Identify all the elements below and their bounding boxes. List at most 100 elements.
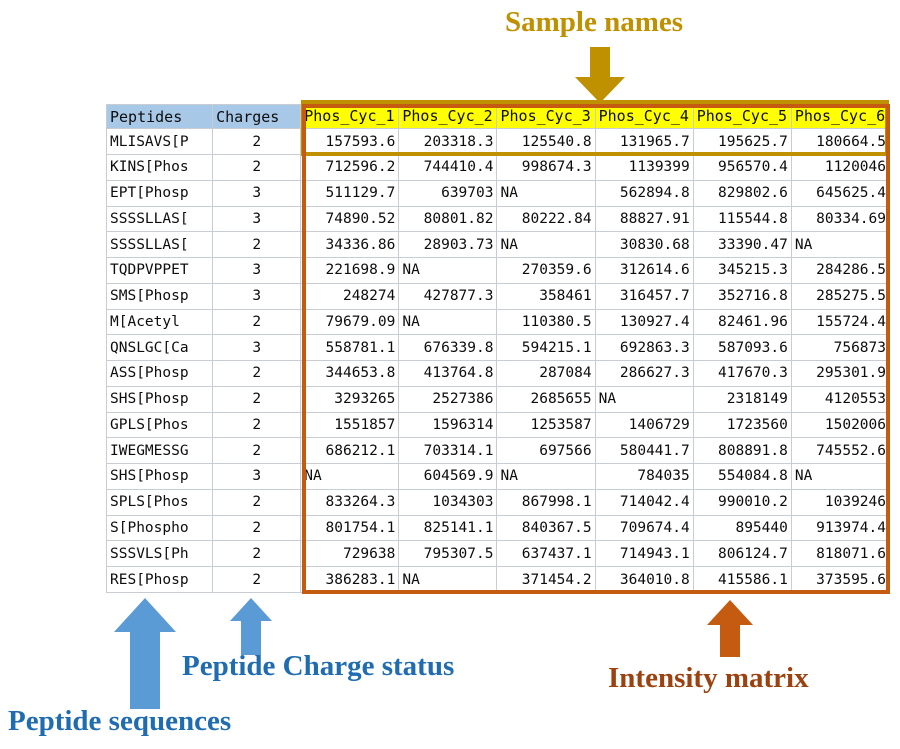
cell-intensity[interactable]: 808891.8 xyxy=(692,437,792,464)
cell-intensity[interactable]: 413764.8 xyxy=(398,360,498,387)
cell-intensity[interactable]: 3293265 xyxy=(300,385,400,413)
cell-intensity[interactable]: 195625.7 xyxy=(692,128,792,155)
cell-intensity[interactable]: 745552.6 xyxy=(790,437,891,464)
cell-intensity[interactable]: 4120553 xyxy=(790,385,891,413)
cell-intensity[interactable]: 784035 xyxy=(594,463,694,490)
cell-intensity[interactable]: 709674.4 xyxy=(594,514,694,542)
cell-intensity[interactable]: 562894.8 xyxy=(594,179,694,207)
cell-intensity[interactable]: 998674.3 xyxy=(496,154,596,181)
cell-intensity[interactable]: NA xyxy=(398,566,498,593)
cell-intensity[interactable]: 312614.6 xyxy=(594,257,694,284)
cell-intensity[interactable]: 203318.3 xyxy=(398,128,498,155)
cell-intensity[interactable]: 703314.1 xyxy=(398,437,498,464)
cell-intensity[interactable]: 157593.6 xyxy=(300,128,400,155)
cell-intensity[interactable]: 756873 xyxy=(790,334,891,361)
cell-intensity[interactable]: 686212.1 xyxy=(300,437,400,464)
cell-intensity[interactable]: 1596314 xyxy=(398,411,498,439)
cell-charge[interactable]: 2 xyxy=(212,385,302,413)
cell-intensity[interactable]: 221698.9 xyxy=(300,257,400,284)
cell-intensity[interactable]: 344653.8 xyxy=(300,360,400,387)
cell-peptide[interactable]: SHS[Phosp xyxy=(105,385,214,413)
cell-intensity[interactable]: 594215.1 xyxy=(496,334,596,361)
cell-charge[interactable]: 2 xyxy=(212,514,302,542)
cell-intensity[interactable]: 801754.1 xyxy=(300,514,400,542)
cell-intensity[interactable]: 511129.7 xyxy=(300,179,400,207)
cell-peptide[interactable]: ASS[Phosp xyxy=(105,360,214,387)
cell-peptide[interactable]: SHS[Phosp xyxy=(105,463,214,490)
cell-charge[interactable]: 2 xyxy=(212,411,302,439)
cell-intensity[interactable]: 88827.91 xyxy=(594,205,694,233)
cell-intensity[interactable]: 692863.3 xyxy=(594,334,694,361)
cell-intensity[interactable]: 913974.4 xyxy=(790,514,891,542)
cell-charge[interactable]: 2 xyxy=(212,308,302,336)
cell-intensity[interactable]: 825141.1 xyxy=(398,514,498,542)
cell-intensity[interactable]: 82461.96 xyxy=(692,308,792,336)
cell-intensity[interactable]: 248274 xyxy=(300,282,400,310)
cell-intensity[interactable]: 358461 xyxy=(496,282,596,310)
column-header-sample-6[interactable]: Phos_Cyc_6 xyxy=(790,103,891,130)
cell-intensity[interactable]: 115544.8 xyxy=(692,205,792,233)
peptide-intensity-table[interactable]: Peptides Charges Phos_Cyc_1 Phos_Cyc_2 P… xyxy=(105,103,891,593)
cell-intensity[interactable]: 352716.8 xyxy=(692,282,792,310)
cell-intensity[interactable]: 840367.5 xyxy=(496,514,596,542)
cell-intensity[interactable]: 284286.5 xyxy=(790,257,891,284)
cell-intensity[interactable]: 829802.6 xyxy=(692,179,792,207)
cell-intensity[interactable]: 1502006 xyxy=(790,411,891,439)
cell-intensity[interactable]: 2527386 xyxy=(398,385,498,413)
cell-intensity[interactable]: 427877.3 xyxy=(398,282,498,310)
column-header-charges[interactable]: Charges xyxy=(212,103,302,130)
cell-peptide[interactable]: SPLS[Phos xyxy=(105,488,214,516)
cell-intensity[interactable]: 28903.73 xyxy=(398,231,498,258)
cell-peptide[interactable]: M[Acetyl xyxy=(105,308,214,336)
cell-intensity[interactable]: 833264.3 xyxy=(300,488,400,516)
column-header-sample-2[interactable]: Phos_Cyc_2 xyxy=(398,103,498,130)
cell-intensity[interactable]: 364010.8 xyxy=(594,566,694,593)
cell-intensity[interactable]: 895440 xyxy=(692,514,792,542)
cell-peptide[interactable]: RES[Phosp xyxy=(105,566,214,593)
cell-intensity[interactable]: 316457.7 xyxy=(594,282,694,310)
cell-intensity[interactable]: 33390.47 xyxy=(692,231,792,258)
cell-intensity[interactable]: 795307.5 xyxy=(398,540,498,567)
cell-charge[interactable]: 2 xyxy=(212,488,302,516)
cell-intensity[interactable]: 639703 xyxy=(398,179,498,207)
cell-intensity[interactable]: 130927.4 xyxy=(594,308,694,336)
cell-intensity[interactable]: NA xyxy=(496,179,596,207)
cell-charge[interactable]: 3 xyxy=(212,257,302,284)
cell-peptide[interactable]: MLISAVS[P xyxy=(105,128,214,155)
cell-intensity[interactable]: 2685655 xyxy=(496,385,596,413)
cell-intensity[interactable]: 744410.4 xyxy=(398,154,498,181)
cell-intensity[interactable]: NA xyxy=(496,231,596,258)
cell-charge[interactable]: 3 xyxy=(212,282,302,310)
column-header-sample-5[interactable]: Phos_Cyc_5 xyxy=(692,103,792,130)
cell-intensity[interactable]: 587093.6 xyxy=(692,334,792,361)
cell-intensity[interactable]: 345215.3 xyxy=(692,257,792,284)
cell-intensity[interactable]: 386283.1 xyxy=(300,566,400,593)
cell-intensity[interactable]: 1139399 xyxy=(594,154,694,181)
cell-intensity[interactable]: 714943.1 xyxy=(594,540,694,567)
cell-intensity[interactable]: 415586.1 xyxy=(692,566,792,593)
cell-intensity[interactable]: 990010.2 xyxy=(692,488,792,516)
cell-intensity[interactable]: 285275.5 xyxy=(790,282,891,310)
cell-intensity[interactable]: NA xyxy=(790,231,891,258)
cell-intensity[interactable]: 34336.86 xyxy=(300,231,400,258)
cell-intensity[interactable]: 74890.52 xyxy=(300,205,400,233)
cell-intensity[interactable]: 676339.8 xyxy=(398,334,498,361)
cell-charge[interactable]: 2 xyxy=(212,566,302,593)
cell-intensity[interactable]: NA xyxy=(496,463,596,490)
cell-peptide[interactable]: TQDPVPPET xyxy=(105,257,214,284)
cell-charge[interactable]: 3 xyxy=(212,463,302,490)
cell-peptide[interactable]: KINS[Phos xyxy=(105,154,214,181)
column-header-sample-3[interactable]: Phos_Cyc_3 xyxy=(496,103,596,130)
column-header-sample-1[interactable]: Phos_Cyc_1 xyxy=(300,103,400,130)
